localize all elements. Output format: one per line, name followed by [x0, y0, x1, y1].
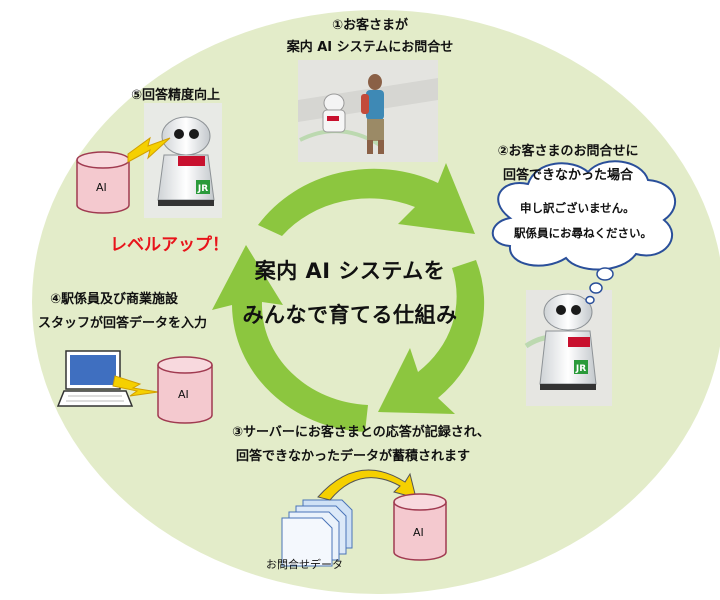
ai-database-bottom	[393, 493, 447, 561]
step-3-label: ③サーバーにお客さまとの応答が記録され、 回答できなかったデータが蓄積されます	[232, 425, 490, 466]
document-stack-icon	[281, 499, 353, 567]
robot-photo-right: JR	[524, 290, 612, 406]
level-up-label: レベルアップ！	[110, 235, 229, 255]
bubble-line2: 駅係員にお尋ねください。	[514, 226, 652, 240]
cycle-arrows	[212, 163, 485, 432]
step-3-line2: 回答できなかったデータが蓄積されます	[236, 449, 471, 465]
ai-label-bottom: AI	[413, 526, 424, 539]
ai-database-left	[157, 356, 213, 424]
ai-label-top-left: AI	[96, 181, 107, 194]
cycle-arc-right	[378, 260, 485, 414]
step-5-label: ⑤回答精度向上	[131, 88, 220, 104]
lightning-icon	[127, 136, 171, 163]
center-title: 案内 AI システムを みんなで育てる仕組み	[240, 255, 460, 329]
ai-database-top-left	[76, 151, 130, 214]
robot-logo-right: JR	[575, 364, 586, 374]
step-2-label: ②お客さまのお問合せに 回答できなかった場合	[493, 144, 643, 185]
customer-photo	[298, 60, 438, 162]
ai-label-left: AI	[178, 388, 189, 401]
laptop-icon	[56, 350, 134, 407]
step-2-line1: ②お客さまのお問合せに	[497, 144, 639, 159]
cycle-arc-top	[258, 163, 475, 236]
step-5-line1: ⑤回答精度向上	[131, 88, 221, 103]
bubble-line1: 申し訳ございません。	[520, 201, 635, 215]
cycle-arc-left	[212, 245, 368, 432]
thought-bubble	[491, 160, 676, 305]
inquiry-data-label: お問合せデータ	[266, 558, 343, 571]
bubble-text: 申し訳ございません。 駅係員にお尋ねください。	[514, 200, 652, 241]
lightning-icon-laptop	[112, 375, 159, 397]
step-1-line2: 案内 AI システムにお問合せ	[286, 40, 454, 56]
step-3-line1: ③サーバーにお客さまとの応答が記録され、	[232, 425, 490, 440]
center-title-line1: 案内 AI システムを	[254, 259, 446, 283]
center-title-line2: みんなで育てる仕組み	[242, 303, 458, 327]
step-4-label: ④駅係員及び商業施設 スタッフが回答データを入力	[38, 292, 207, 333]
step-1-line1: ①お客さまが	[331, 18, 408, 33]
step-4-line1: ④駅係員及び商業施設	[50, 292, 179, 307]
robot-photo-left: JR	[144, 103, 222, 218]
robot-logo-left: JR	[197, 184, 208, 194]
step-1-label: ①お客さまが 案内 AI システムにお問合せ	[285, 18, 455, 57]
step-2-line2: 回答できなかった場合	[502, 168, 633, 184]
step-4-line2: スタッフが回答データを入力	[38, 316, 208, 332]
